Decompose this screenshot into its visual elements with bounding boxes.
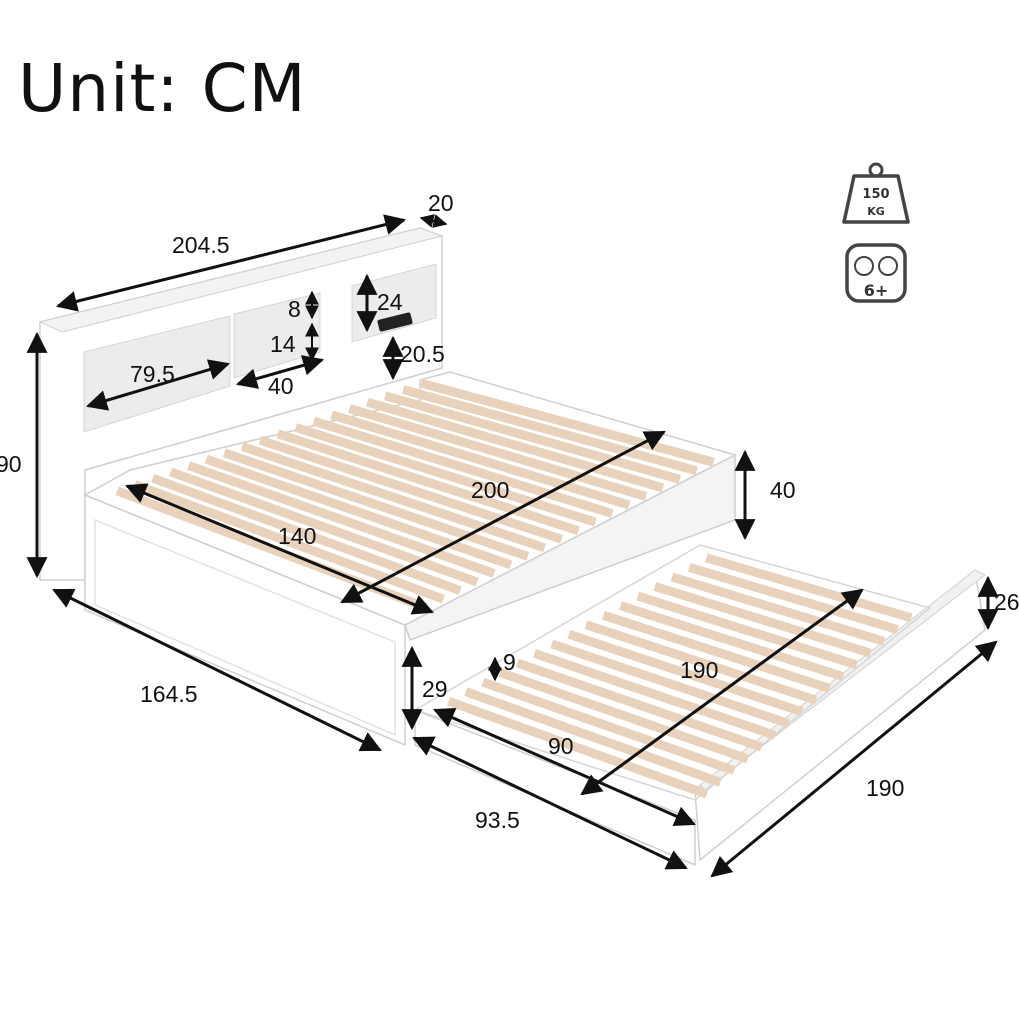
arrow-shelf-left <box>85 359 231 411</box>
arrow-shelf-mid-width <box>235 355 325 389</box>
dimension-labels: 204.5 20 24 8 14 20.5 79.5 40 90 40 200 … <box>0 190 1019 833</box>
age-label: 6+ <box>864 281 889 300</box>
label-trundle-front: 29 <box>422 676 448 702</box>
label-trundle-side: 26 <box>994 589 1019 615</box>
slat <box>705 553 913 623</box>
label-bed-height: 40 <box>770 477 796 503</box>
age-badge: 6+ <box>845 243 907 303</box>
label-mattress-length: 200 <box>471 477 509 503</box>
child-face-icon <box>854 256 874 276</box>
bed-base-front <box>84 493 406 747</box>
usb-socket <box>377 312 413 332</box>
label-shelf-small: 8 <box>288 296 301 322</box>
label-trundle-gap: 9 <box>503 649 516 675</box>
label-shelf-mid-width: 40 <box>268 373 294 399</box>
child-face-icon-2 <box>878 256 898 276</box>
dimension-arrows <box>26 214 999 878</box>
label-bed-width: 164.5 <box>140 681 198 707</box>
label-shelf-depth: 20.5 <box>400 341 445 367</box>
label-shelf-left: 79.5 <box>130 361 175 387</box>
label-total-height: 90 <box>0 451 22 477</box>
label-trundle-mattress-length: 190 <box>680 657 718 683</box>
weight-icon <box>842 174 910 224</box>
label-headboard-depth: 20 <box>428 190 454 216</box>
weight-value: 150 <box>862 187 889 202</box>
label-shelf-mid: 14 <box>270 331 296 357</box>
age-badge-frame <box>845 243 907 303</box>
arrow-headboard-width <box>55 214 407 312</box>
label-headboard-width: 204.5 <box>172 232 230 258</box>
unit-title: Unit: CM <box>18 50 307 127</box>
weight-hook-icon <box>868 162 884 178</box>
arrow-bed-width <box>52 588 382 752</box>
arrow-trundle-width <box>412 736 688 870</box>
label-shelf-top: 24 <box>377 289 403 315</box>
arrow-trundle-length <box>710 640 998 878</box>
label-trundle-mattress-width: 90 <box>548 733 574 759</box>
weight-unit: KG <box>867 205 885 218</box>
label-mattress-width: 140 <box>278 523 316 549</box>
weight-badge: 150 KG <box>842 162 910 224</box>
arrow-headboard-depth <box>419 214 448 228</box>
label-trundle-length: 190 <box>866 775 904 801</box>
label-trundle-width: 93.5 <box>475 807 520 833</box>
